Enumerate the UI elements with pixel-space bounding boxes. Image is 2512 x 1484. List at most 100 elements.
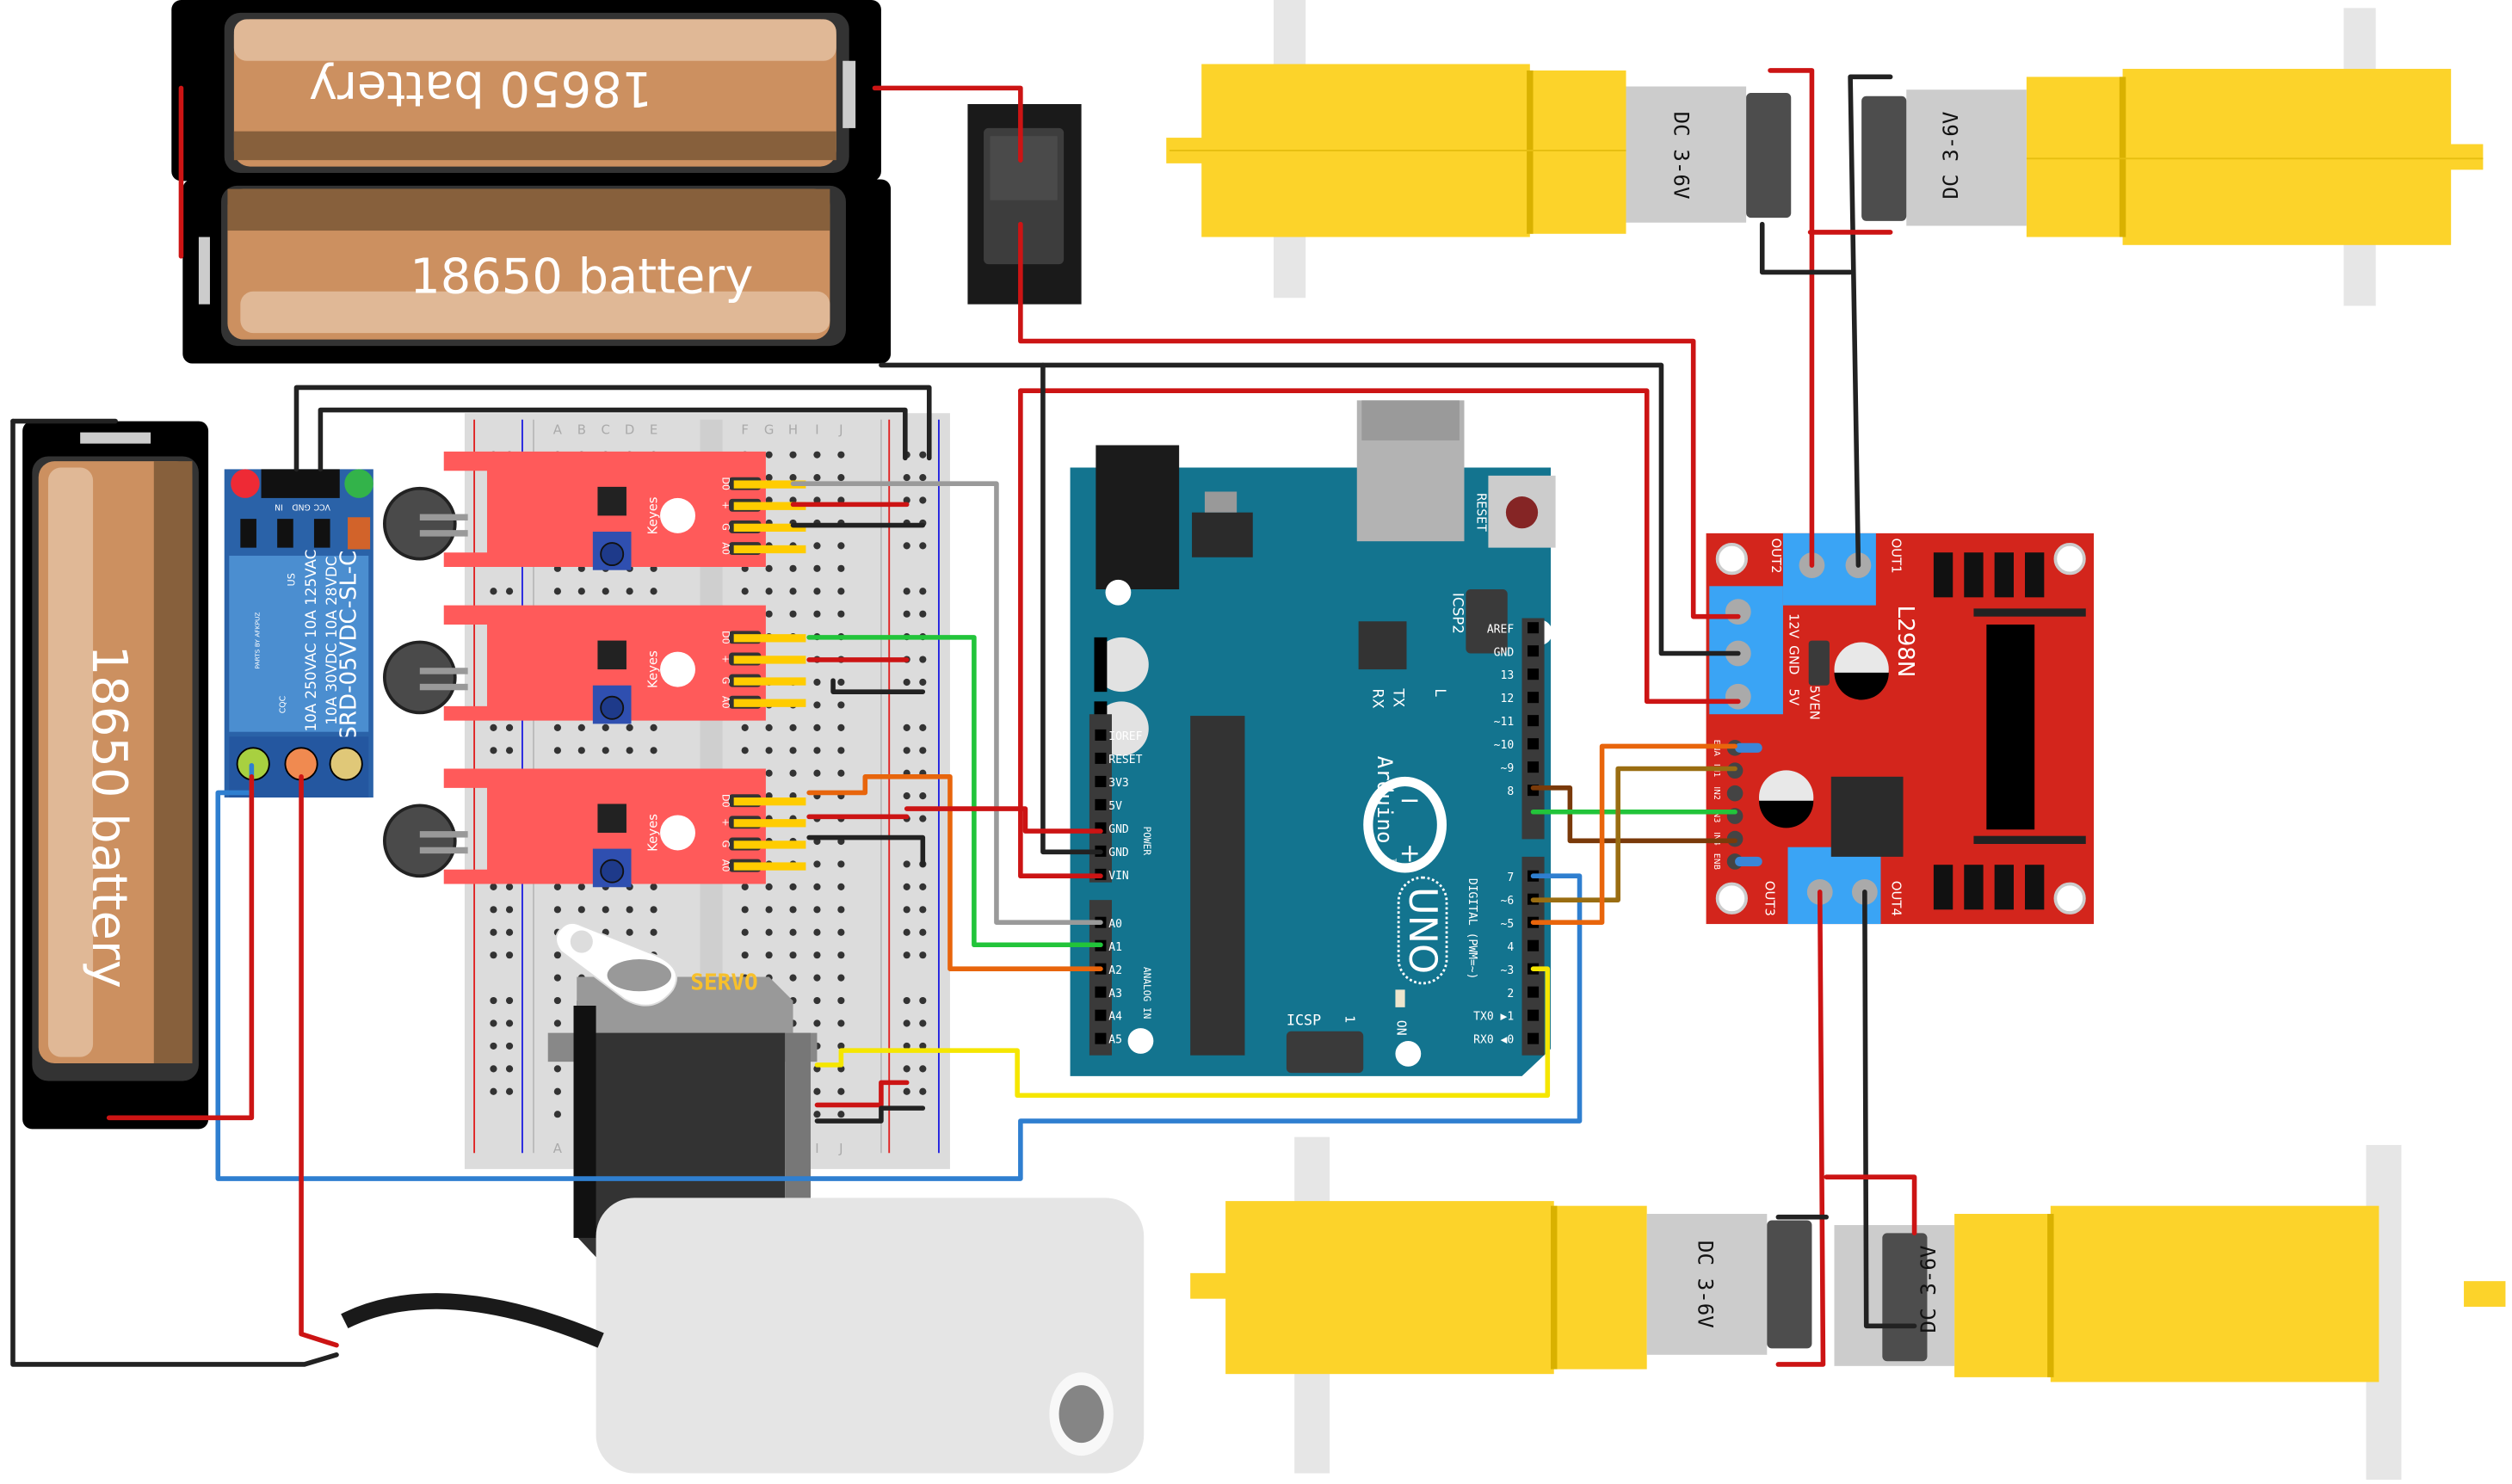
ir-receiver-led: [382, 486, 457, 561]
pot-knob: [600, 542, 625, 567]
column-label: I: [815, 422, 818, 437]
rail-hole: [903, 906, 910, 914]
breadboard-hole: [765, 451, 773, 459]
rail-hole: [505, 1065, 514, 1073]
water-pump: [341, 1198, 1145, 1474]
breadboard-hole: [789, 473, 797, 482]
diode: [1933, 552, 1953, 598]
breadboard-hole: [765, 906, 773, 914]
header-pin: [1528, 986, 1540, 998]
breadboard-hole: [650, 588, 657, 595]
pin-label: RESET: [1108, 754, 1142, 767]
breadboard-hole: [577, 906, 585, 914]
relay-pin-in: IN: [275, 502, 283, 511]
relay-in-wire: [215, 762, 1583, 1181]
battery-label: 18650 battery: [410, 249, 753, 305]
breadboard-hole: [813, 451, 821, 459]
breadboard-hole: [741, 951, 749, 959]
rail-hole: [490, 883, 497, 890]
battery-to-switch-wire: [872, 85, 1023, 163]
sensor-pin-label: D0: [720, 631, 731, 644]
l298n-motor-driver: OUT2 OUT1 OUT3 OUT4 12V GND 5V 5VEN L298…: [1706, 533, 2095, 925]
header-pin: [1095, 1009, 1107, 1021]
rail-hole: [919, 747, 927, 754]
header-pin: [1528, 622, 1540, 634]
rail-hole: [505, 996, 514, 1005]
sensor-brand: Keyes: [645, 650, 660, 688]
breadboard-hole: [553, 1065, 561, 1073]
header-pin: [1095, 986, 1107, 998]
header-pin: [1095, 729, 1107, 741]
servo-vcc-wire: [814, 1080, 910, 1108]
pin-label: A0: [1108, 918, 1122, 931]
breadboard-hole: [789, 588, 797, 595]
breadboard-hole: [789, 724, 797, 731]
rocker-switch[interactable]: [967, 103, 1082, 305]
battery-gnd-to-l298n-wire: [879, 362, 1741, 656]
out3-wire: [1775, 890, 1826, 1367]
motor-label: DC 3-6V: [1669, 112, 1693, 200]
mounting-hole: [660, 497, 695, 533]
header-pin: [1528, 1032, 1540, 1044]
pin-label: 3V3: [1108, 777, 1129, 790]
header-pin: [1528, 761, 1540, 773]
battery-label: 18650 battery: [81, 645, 137, 988]
rail-hole: [505, 1087, 514, 1095]
breadboard-hole: [765, 883, 773, 890]
sensor-pin: [733, 819, 806, 828]
rail-hole: [903, 792, 910, 800]
pin-label: ~3: [1501, 964, 1515, 977]
pin-label: AREF: [1487, 623, 1515, 636]
breadboard-hole: [837, 724, 845, 731]
rail-hole: [903, 1087, 910, 1095]
breadboard-hole: [577, 588, 585, 595]
breadboard-hole: [837, 1111, 845, 1118]
relay-rating-1: 10A 250VAC 10A 125VAC: [302, 550, 319, 732]
motor-bottom-left: DC 3-6V: [1190, 1136, 1812, 1474]
rail-hole: [903, 1042, 910, 1050]
battery-holder-middle: 18650 battery: [182, 179, 892, 364]
breadboard-hole: [837, 1042, 845, 1050]
sensor-pin-label: +: [720, 818, 731, 826]
pot-knob: [600, 695, 625, 720]
breadboard-hole: [789, 906, 797, 914]
in1-wire: [1530, 743, 1737, 925]
pin-label: ~10: [1494, 739, 1515, 752]
breadboard-hole: [813, 724, 821, 731]
column-label: J: [838, 1141, 842, 1156]
rail-hole: [903, 496, 910, 504]
breadboard-hole: [626, 747, 633, 754]
terminal-gnd-label: GND: [1786, 645, 1801, 674]
breadboard-hole: [577, 747, 585, 754]
switch-to-l298n-12v-wire: [1018, 221, 1741, 619]
sensor-pin-label: A0: [720, 696, 731, 709]
ena-jumper: [1735, 742, 1762, 753]
rail-hole: [490, 724, 497, 731]
breadboard-hole: [650, 747, 657, 754]
sensor-pin: [733, 677, 806, 686]
led-leg: [419, 514, 468, 520]
rail-hole: [919, 496, 927, 504]
breadboard-hole: [626, 928, 633, 936]
relay-rating-2: 10A 30VDC 10A 28VDC: [323, 556, 340, 724]
breadboard-hole: [650, 928, 657, 936]
rail-hole: [505, 951, 514, 959]
breadboard-hole: [837, 588, 845, 595]
logo-plus: +: [1399, 838, 1421, 868]
rail-hole: [903, 610, 910, 618]
motor-link-wire: [1824, 1174, 1917, 1236]
motor-label: DC 3-6V: [1939, 112, 1963, 200]
pin-label: A4: [1108, 1011, 1122, 1024]
column-label: B: [577, 422, 586, 437]
arduino-brand: Arduino: [1373, 756, 1397, 844]
breadboard-hole: [553, 1087, 561, 1095]
terminal-12v-label: 12V: [1786, 613, 1801, 639]
logo-minus: −: [1399, 785, 1421, 816]
l-led-label: L: [1432, 688, 1449, 697]
motor-top-right: DC 3-6V: [1861, 8, 2484, 306]
breadboard-hole: [765, 928, 773, 936]
relay-pin-vcc: VCC: [314, 502, 330, 511]
sensor-pin-label: +: [720, 655, 731, 662]
sensor3-a0-wire: [806, 774, 1103, 971]
